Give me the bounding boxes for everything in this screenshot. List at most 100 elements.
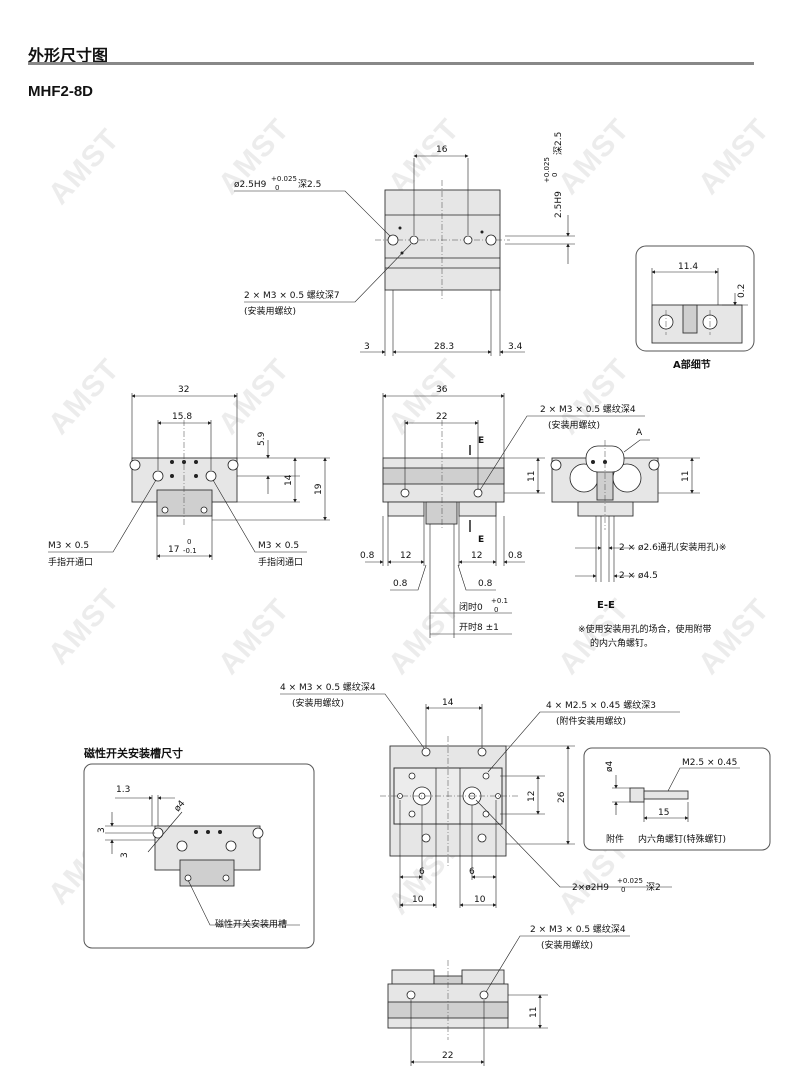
closed-dim: 闭时0	[459, 601, 483, 613]
side-dim-15-8: 15.8	[172, 412, 192, 422]
dim-2-5h9: 2.5H9	[554, 191, 564, 218]
hole-note-tol-bot: 0	[275, 184, 279, 192]
detail-dim-11-4: 11.4	[678, 262, 698, 272]
bottom-dim-26: 26	[557, 791, 567, 803]
front-dim-12: 12	[471, 551, 482, 561]
dim-3: 3	[364, 342, 370, 352]
ee-dim-4-5: 2 × ø4.5	[619, 571, 658, 581]
port-open	[152, 470, 164, 482]
bottom-dim-12: 12	[527, 791, 537, 802]
dim-2-5h9-tol-bot: 0	[551, 173, 559, 177]
groove-dim-3: 3	[120, 852, 130, 858]
groove-caption: 磁性开关安装用槽	[215, 918, 287, 930]
switch-groove-box: 磁性开关安装槽尺寸 1.3 ø4 3 3 磁性开关安装用槽	[83, 746, 315, 949]
side-dim-5-9: 5.9	[257, 431, 267, 446]
top-hole-right	[485, 234, 497, 246]
top-hole	[463, 235, 473, 245]
ee-hole-note: 2 × ø2.6通孔(安装用孔)※	[619, 541, 726, 553]
front-finger-left	[387, 501, 425, 517]
groove-dim-3: 3	[97, 827, 107, 833]
dim-3-4: 3.4	[508, 342, 523, 352]
accessory-label: 附件	[606, 833, 624, 845]
model-name: MHF2-8D	[28, 83, 94, 100]
pin-tol-bot: 0	[621, 886, 625, 894]
top-view: 16 2.5H9 +0.025 0 深2.5 ø2.5H9 +0.025 0 深…	[234, 132, 575, 356]
open-dim: 开时8 ±1	[459, 621, 499, 633]
top-hole	[409, 235, 419, 245]
end-finger-left	[391, 969, 435, 985]
ee-view: A 11 2 × ø2.6通孔(安装用孔)※ 2 × ø4.5 E-E ※使用安…	[550, 428, 726, 649]
title-rule	[28, 62, 754, 65]
front-dim-22: 22	[436, 412, 447, 422]
end-dim-22: 22	[442, 1051, 453, 1061]
bottom-dim-6: 6	[469, 867, 475, 877]
thread-note-sub: (安装用螺纹)	[244, 305, 296, 317]
bottom-thread-note: 4 × M3 × 0.5 螺纹深4	[280, 681, 376, 693]
front-view: 36 22 E E 11 2 × M3 × 0.5 螺纹深4 (安装用螺纹) 0…	[360, 385, 645, 638]
accessory-thread: M2.5 × 0.45	[682, 758, 737, 768]
detail-dim-0-2: 0.2	[737, 284, 747, 298]
dim-2-5h9-tol-top: +0.025	[543, 157, 551, 183]
side-dim-32: 32	[178, 385, 189, 395]
ee-dim-11: 11	[681, 471, 691, 482]
detail-a: 11.4 0.2 A部细节	[635, 245, 755, 371]
hole-note-tol-top: +0.025	[271, 175, 297, 183]
dim-28-3: 28.3	[434, 342, 454, 352]
hole-note-depth: 深2.5	[298, 179, 321, 190]
front-dim-36: 36	[436, 385, 448, 395]
end-thread-sub: (安装用螺纹)	[541, 939, 593, 951]
bottom-thread2-note: 4 × M2.5 × 0.45 螺纹深3	[546, 699, 656, 711]
front-thread-note: 2 × M3 × 0.5 螺纹深4	[540, 403, 636, 415]
side-dim-17-tol-bot: -0.1	[183, 547, 197, 555]
page-title: 外形尺寸图	[28, 46, 109, 65]
bottom-dim-6: 6	[419, 867, 425, 877]
dim-2-5h9-depth: 深2.5	[553, 132, 564, 155]
dim-16: 16	[436, 145, 448, 155]
front-finger-right	[458, 501, 497, 517]
section-e-top: E	[478, 436, 484, 446]
detail-a-label: A	[636, 428, 643, 438]
side-dim-17: 17	[168, 545, 179, 555]
side-dim-17-tol-top: 0	[187, 538, 191, 546]
groove-dim-1-3: 1.3	[116, 785, 130, 795]
end-finger-right	[461, 969, 505, 985]
front-dim-0-8: 0.8	[393, 579, 408, 589]
closed-tol-bot: 0	[494, 606, 498, 614]
port-close-label: 手指闭通口	[258, 556, 303, 568]
port-close	[205, 470, 217, 482]
ee-note-2: 的内六角螺钉。	[590, 637, 653, 649]
bottom-view: 14 12 26 4 × M3 × 0.5 螺纹深4 (安装用螺纹) 4 × M…	[280, 681, 680, 908]
front-dim-0-8: 0.8	[508, 551, 523, 561]
side-dim-14: 14	[284, 474, 294, 486]
front-dim-0-8: 0.8	[478, 579, 493, 589]
port-close-note: M3 × 0.5	[258, 541, 299, 551]
section-e-bottom: E	[478, 535, 484, 545]
accessory-dim-4: ø4	[605, 760, 615, 772]
bottom-thread2-sub: (附件安装用螺纹)	[556, 715, 626, 727]
end-view: 2 × M3 × 0.5 螺纹深4 (安装用螺纹) 11 22	[387, 923, 630, 1066]
side-dim-19: 19	[314, 483, 324, 495]
port-open-label: 手指开通口	[48, 556, 93, 568]
ee-note-1: ※使用安装用孔的场合，使用附带	[578, 623, 712, 635]
accessory-box: ø4 M2.5 × 0.45 15 附件 内六角螺钉(特殊螺钉)	[583, 747, 771, 851]
pin-depth: 深2	[646, 882, 661, 893]
side-view: 32 15.8 5.9 14 19 17 0 -0.1 M3 × 0.5 手指开…	[48, 385, 330, 568]
thread-note: 2 × M3 × 0.5 螺纹深7	[244, 289, 340, 301]
top-hole-left	[387, 234, 399, 246]
detail-a-caption: A部细节	[673, 358, 711, 371]
bottom-dim-10: 10	[474, 895, 486, 905]
ee-caption: E-E	[597, 600, 615, 611]
accessory-name: 内六角螺钉(特殊螺钉)	[638, 833, 726, 845]
closed-tol-top: +0.1	[491, 597, 508, 605]
pin-hole-note: 2×ø2H9	[572, 883, 609, 893]
bottom-dim-10: 10	[412, 895, 424, 905]
front-dim-12: 12	[400, 551, 411, 561]
end-dim-11: 11	[529, 1007, 539, 1018]
front-dim-0-8: 0.8	[360, 551, 375, 561]
front-dim-11: 11	[527, 471, 537, 482]
end-thread-note: 2 × M3 × 0.5 螺纹深4	[530, 923, 626, 935]
bottom-thread-sub: (安装用螺纹)	[292, 697, 344, 709]
port-open-note: M3 × 0.5	[48, 541, 89, 551]
pin-tol-top: +0.025	[617, 877, 643, 885]
